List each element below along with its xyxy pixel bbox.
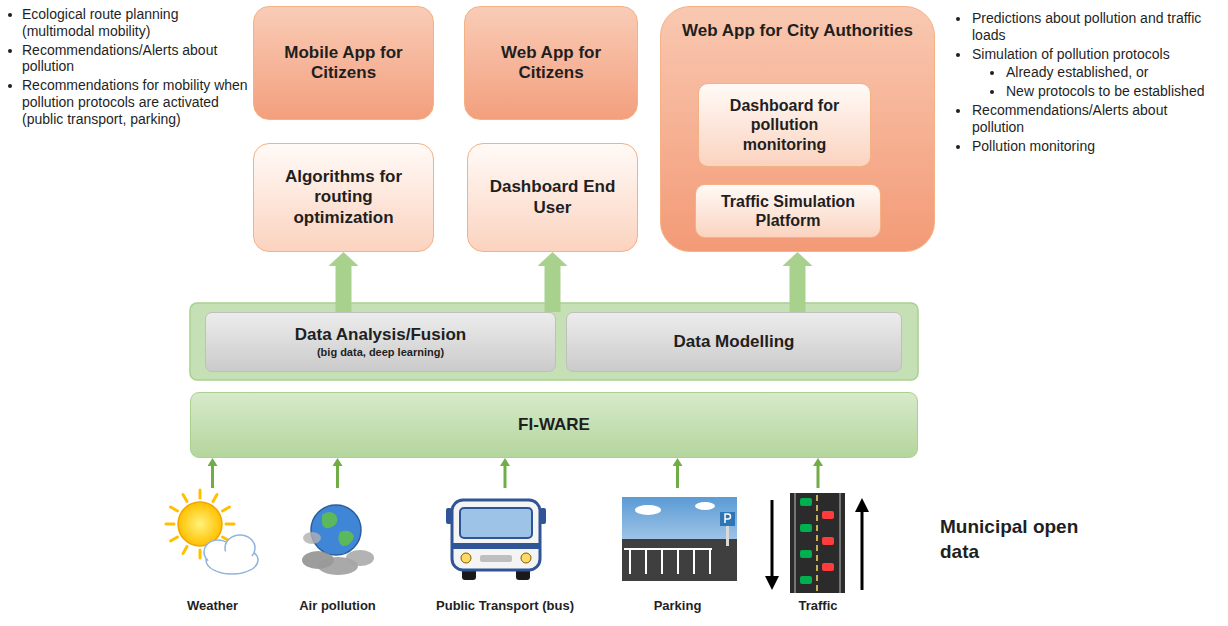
data-source: Air pollution: [280, 488, 395, 614]
node-text: Mobile App for Citizens: [264, 43, 423, 84]
node-text: Dashboard for pollution monitoring: [709, 96, 860, 154]
list-item: New protocols to be established: [990, 83, 1222, 100]
layer-box: Data Modelling: [566, 312, 902, 372]
node-text: Public Transport (bus): [436, 598, 574, 614]
parking-lot: [622, 497, 737, 581]
bullet: [990, 90, 994, 94]
list-item: Recommendations for mobility when pollut…: [8, 77, 248, 127]
bullet-text: Recommendations/Alerts about pollution: [22, 42, 248, 76]
list-item: Already established, or: [990, 64, 1222, 81]
node-text: Web App for Citizens: [475, 43, 627, 84]
node-text: Web App for City Authorities: [671, 21, 924, 41]
bullet: [956, 17, 960, 21]
module-box: Traffic Simulation Platform: [695, 184, 881, 238]
bullet-text: Pollution monitoring: [972, 138, 1222, 155]
flow-arrow: [790, 266, 806, 312]
bullet: [956, 109, 960, 113]
bullet-text: Already established, or: [1006, 64, 1222, 81]
app-box: Mobile App for Citizens: [253, 6, 434, 120]
node-text: Dashboard End User: [478, 177, 627, 218]
feed-arrow: [676, 466, 679, 488]
app-container: Web App for City AuthoritiesDashboard fo…: [660, 6, 935, 252]
list-item: Ecological route planning (multimodal mo…: [8, 6, 248, 40]
bullet-text: Simulation of pollution protocols: [972, 46, 1222, 63]
node-text: Algorithms for routing optimization: [264, 167, 423, 228]
bullet: [956, 145, 960, 149]
node-text: Traffic Simulation Platform: [706, 192, 870, 230]
data-source: Weather: [160, 488, 265, 614]
bullet-text: Recommendations/Alerts about pollution: [972, 102, 1222, 136]
group-label: Municipal open data: [940, 515, 1080, 564]
bus: [446, 500, 546, 580]
data-source: Traffic: [780, 488, 856, 614]
bullet-text: Ecological route planning (multimodal mo…: [22, 6, 248, 40]
feed-arrow: [817, 466, 820, 488]
bullet: [990, 71, 994, 75]
app-box: Web App for Citizens: [464, 6, 638, 120]
bullet-text: Recommendations for mobility when pollut…: [22, 77, 248, 127]
feed-arrow: [211, 466, 214, 488]
module-box: Dashboard End User: [467, 143, 638, 252]
middleware-box: FI-WARE: [190, 392, 918, 458]
platform-band: [190, 303, 918, 380]
node-text: Parking: [654, 598, 702, 614]
node-text: Air pollution: [299, 598, 376, 614]
data-source: Parking: [615, 488, 740, 614]
list-item: Predictions about pollution and traffic …: [956, 10, 1222, 44]
traffic-road: [765, 493, 869, 593]
node-text: Data Analysis/Fusion: [295, 325, 466, 345]
node-text: Traffic: [798, 598, 837, 614]
data-source: Public Transport (bus): [420, 488, 590, 614]
bullet-text: Predictions about pollution and traffic …: [972, 10, 1222, 44]
layer-box: Data Analysis/Fusion(big data, deep lear…: [205, 312, 556, 372]
list-item: Recommendations/Alerts about pollution: [956, 102, 1222, 136]
polluted-globe: [302, 505, 374, 575]
node-text: Weather: [187, 598, 238, 614]
feed-arrow: [336, 466, 339, 488]
cloud: [204, 535, 258, 574]
list-item: Pollution monitoring: [956, 138, 1222, 155]
module-box: Algorithms for routing optimization: [253, 143, 434, 252]
module-box: Dashboard for pollution monitoring: [698, 83, 871, 167]
bullet-text: New protocols to be established: [1006, 83, 1222, 100]
bullet: [8, 84, 12, 88]
feed-arrow: [504, 466, 507, 488]
bullet: [956, 53, 960, 57]
sun: [178, 502, 222, 546]
bullet: [8, 49, 12, 53]
list-item: Simulation of pollution protocols: [956, 46, 1222, 63]
flow-arrow: [336, 266, 352, 312]
bullet: [8, 13, 12, 17]
node-text: Data Modelling: [674, 332, 795, 352]
flow-arrow: [545, 266, 561, 312]
list-item: Recommendations/Alerts about pollution: [8, 42, 248, 76]
node-text: (big data, deep learning): [317, 346, 444, 359]
node-text: FI-WARE: [518, 415, 590, 435]
side-label: Municipal open data: [940, 515, 1080, 564]
